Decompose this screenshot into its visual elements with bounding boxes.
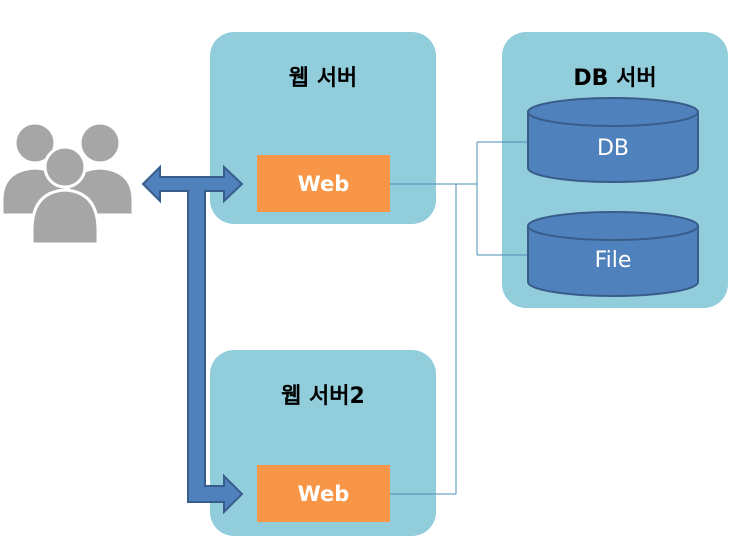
users-group-icon <box>0 121 135 246</box>
db-server-title: DB 서버 <box>573 66 657 91</box>
file-storage-label: File <box>594 248 632 273</box>
db-cylinder-icon <box>527 97 699 183</box>
web-server-2-component: Web <box>257 465 390 522</box>
web-server-1-title: 웹 서버 <box>288 66 358 91</box>
web-server-2-title: 웹 서버2 <box>281 384 365 409</box>
db-storage-label: DB <box>596 136 630 161</box>
traffic-arrow <box>141 164 244 515</box>
web-server-1-component: Web <box>257 155 390 212</box>
connector-lines <box>390 141 528 495</box>
file-cylinder-icon <box>527 211 699 297</box>
